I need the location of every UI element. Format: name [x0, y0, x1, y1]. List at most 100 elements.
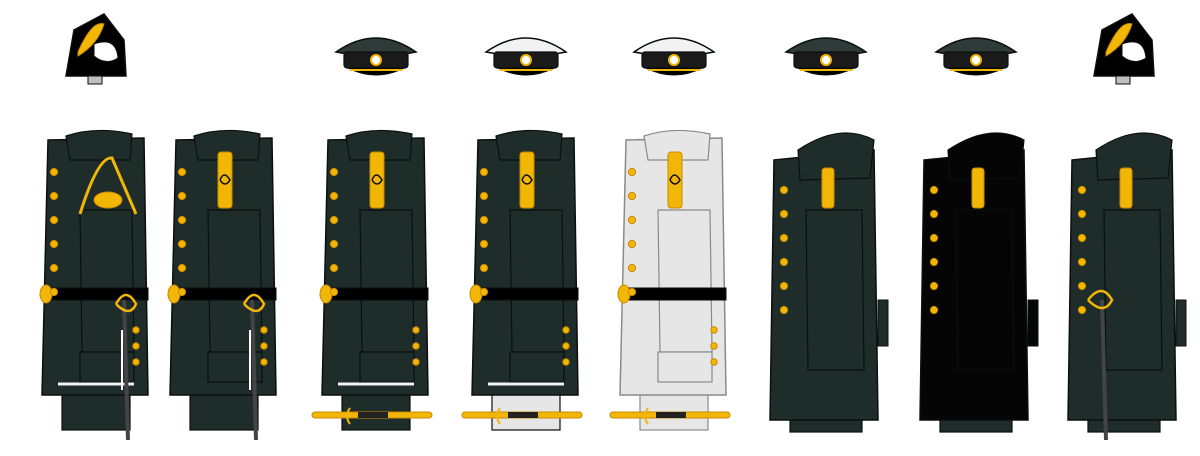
coat-button: [329, 167, 339, 177]
uniform-figure-7: [919, 37, 1039, 433]
coat-button: [177, 167, 187, 177]
belt-buckle: [617, 284, 631, 304]
cuff-button: [562, 342, 570, 350]
epaulette: [93, 191, 123, 209]
anchor-icon: [219, 174, 231, 185]
coat-button: [779, 257, 789, 267]
coat-button: [627, 263, 637, 273]
coat-button: [177, 287, 187, 297]
coat-collar: [65, 129, 133, 161]
coat-button: [929, 305, 939, 315]
coat-sleeve: [509, 209, 565, 353]
cuff-button: [132, 326, 140, 334]
waist-belt: [619, 287, 727, 301]
uniform-figure-6: [769, 37, 889, 433]
coat-button: [177, 191, 187, 201]
dirk-band: [656, 412, 686, 418]
coat-button: [779, 305, 789, 315]
coat-button: [627, 167, 637, 177]
uniform-figure-3: [311, 37, 433, 431]
cuff-button: [710, 342, 718, 350]
coat-button: [779, 233, 789, 243]
coat-collar: [643, 129, 711, 161]
greatcoat-sleeve: [805, 209, 865, 371]
hat-loop-gold: [77, 23, 105, 57]
coat-collar: [345, 129, 413, 161]
sleeve-cuff: [359, 351, 415, 383]
cuff-button: [710, 358, 718, 366]
sword-hilt: [242, 293, 266, 313]
dirk-band: [508, 412, 538, 418]
sword-hilt: [114, 293, 138, 313]
belt-buckle: [319, 284, 333, 304]
coat-button: [49, 287, 59, 297]
waist-belt: [471, 287, 579, 301]
hat-loop-gold: [1105, 23, 1133, 57]
sleeve-cuff: [509, 351, 565, 383]
uniform-figure-1: [39, 13, 149, 441]
coat-button: [627, 239, 637, 249]
coat-button: [779, 281, 789, 291]
shoulder-board: [1119, 167, 1133, 209]
coat-button: [49, 239, 59, 249]
coat-sleeve: [359, 209, 415, 353]
sword-scabbard: [122, 299, 130, 441]
cuff-button: [132, 358, 140, 366]
greatcoat-sleeve: [955, 209, 1015, 371]
coat-button: [479, 167, 489, 177]
cuff-button: [562, 326, 570, 334]
cap-cockade: [668, 54, 680, 66]
hat-cockade: [1121, 41, 1147, 62]
coat-button: [177, 239, 187, 249]
hat-tassel: [1115, 75, 1131, 85]
coat-button: [49, 215, 59, 225]
dirk-band: [358, 412, 388, 418]
shoulder-board: [667, 151, 683, 209]
hat-cockade: [93, 41, 119, 62]
anchor-icon: [521, 174, 533, 185]
coat-button: [929, 233, 939, 243]
coat-button: [49, 167, 59, 177]
waist-belt: [321, 287, 429, 301]
coat-button: [627, 215, 637, 225]
pocket-flap: [1027, 299, 1039, 347]
coat-button: [479, 239, 489, 249]
cuff-button: [412, 326, 420, 334]
coat-button: [929, 209, 939, 219]
coat-button: [929, 185, 939, 195]
coat-button: [779, 209, 789, 219]
coat-button: [1077, 209, 1087, 219]
cuff-button: [412, 358, 420, 366]
sleeve-cuff: [657, 351, 713, 383]
coat-button: [177, 215, 187, 225]
greatcoat-sleeve: [1103, 209, 1163, 371]
shoulder-board: [971, 167, 985, 209]
coat-button: [1077, 281, 1087, 291]
coat-button: [49, 263, 59, 273]
coat-button: [479, 287, 489, 297]
pocket-flap: [877, 299, 889, 347]
coat-button: [929, 257, 939, 267]
coat-button: [1077, 305, 1087, 315]
anchor-icon: [669, 174, 681, 185]
coat-button: [329, 263, 339, 273]
coat-button: [479, 263, 489, 273]
dirk-hanger: [346, 407, 351, 425]
cuff-button: [132, 342, 140, 350]
coat-button: [329, 239, 339, 249]
coat-button: [1077, 257, 1087, 267]
sword-hilt: [1087, 289, 1114, 310]
cuff-button: [710, 326, 718, 334]
shoulder-board: [519, 151, 535, 209]
coat-button: [627, 287, 637, 297]
coat-button: [329, 215, 339, 225]
dirk-hanger: [496, 407, 501, 425]
coat-button: [479, 191, 489, 201]
uniform-figure-4: [461, 37, 583, 431]
greatcoat-collar: [797, 132, 875, 181]
sword-scabbard: [250, 299, 258, 441]
cap-cockade: [820, 54, 832, 66]
shoulder-board: [821, 167, 835, 209]
